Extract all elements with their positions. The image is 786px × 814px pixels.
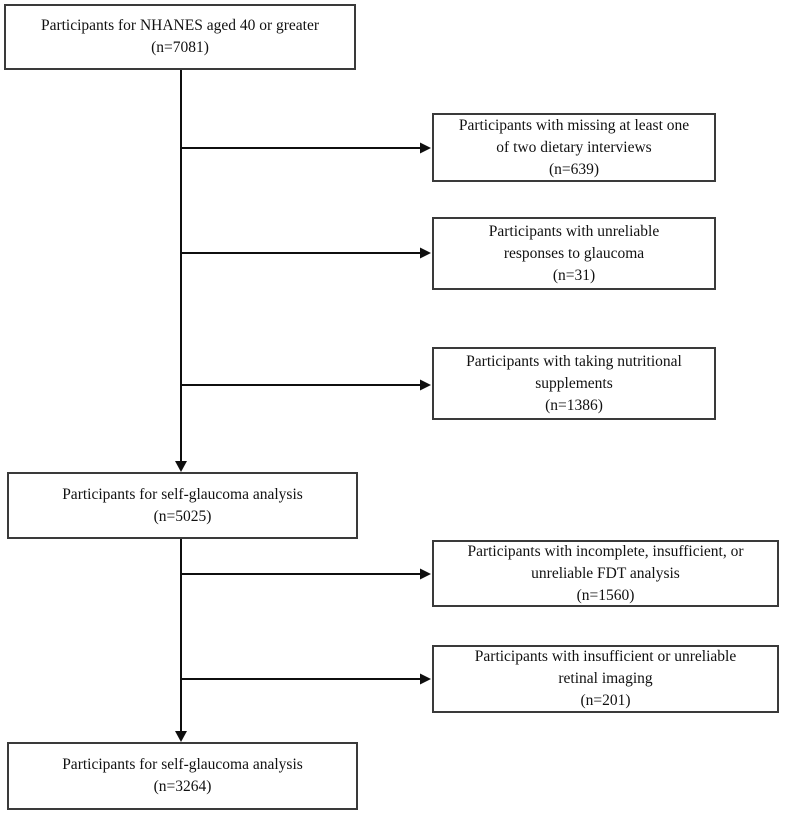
flow-box-text-line: (n=3264) bbox=[153, 778, 212, 795]
arrow-mid-to-final bbox=[175, 539, 187, 742]
flow-box-text-line: Participants with incomplete, insufficie… bbox=[467, 542, 744, 560]
flow-box-text-line: (n=639) bbox=[548, 160, 600, 178]
flow-box-text-line: responses to glaucoma bbox=[503, 244, 645, 262]
flow-box-text-line: Participants with unreliable bbox=[488, 222, 660, 240]
arrow-to-excl-fdt bbox=[180, 568, 431, 580]
flow-box-nhanes-start: Participants for NHANES aged 40 or great… bbox=[4, 4, 356, 70]
flow-box-excluded-dietary-interviews: Participants with missing at least one of… bbox=[432, 113, 716, 182]
arrow-start-to-mid bbox=[175, 70, 187, 472]
flow-box-text-line: Participants for self-glaucoma analysis bbox=[62, 756, 303, 773]
flow-box-self-glaucoma-analysis-3264: Participants for self-glaucoma analysis (… bbox=[7, 742, 358, 810]
flow-box-excluded-retinal-imaging: Participants with insufficient or unreli… bbox=[432, 645, 779, 713]
flow-box-excluded-fdt-analysis: Participants with incomplete, insufficie… bbox=[432, 540, 779, 607]
flow-box-text-line: (n=201) bbox=[580, 692, 631, 709]
flow-box-excluded-nutritional-supplements: Participants with taking nutritional supp… bbox=[432, 347, 716, 420]
arrow-to-excl-glaucoma bbox=[180, 247, 431, 259]
flow-box-text-line: of two dietary interviews bbox=[496, 138, 652, 156]
flow-box-text-line: Participants for self-glaucoma analysis bbox=[62, 485, 303, 503]
flow-box-text-line: (n=1386) bbox=[545, 396, 603, 414]
flow-box-text-line: Participants with taking nutritional bbox=[466, 352, 682, 370]
flow-box-text-line: (n=31) bbox=[552, 266, 596, 284]
flow-box-text-line: Participants for NHANES aged 40 or great… bbox=[40, 17, 320, 34]
flow-box-excluded-unreliable-glaucoma-responses: Participants with unreliable responses to… bbox=[432, 217, 716, 290]
flow-box-text-line: (n=5025) bbox=[153, 507, 212, 525]
flow-box-text-line: (n=7081) bbox=[151, 39, 209, 56]
flow-box-text-line: supplements bbox=[535, 374, 613, 392]
flow-box-text-line: Participants with missing at least one bbox=[458, 116, 690, 134]
arrow-to-excl-supplements bbox=[180, 379, 431, 391]
flow-box-text-line: Participants with insufficient or unreli… bbox=[474, 648, 737, 665]
flow-box-self-glaucoma-analysis-5025: Participants for self-glaucoma analysis (… bbox=[7, 472, 358, 539]
flow-box-text-line: (n=1560) bbox=[576, 586, 635, 604]
arrow-to-excl-dietary bbox=[180, 142, 431, 154]
arrow-to-excl-retinal bbox=[180, 673, 431, 685]
flow-box-text-line: retinal imaging bbox=[558, 670, 653, 687]
flow-box-text-line: unreliable FDT analysis bbox=[531, 564, 680, 582]
